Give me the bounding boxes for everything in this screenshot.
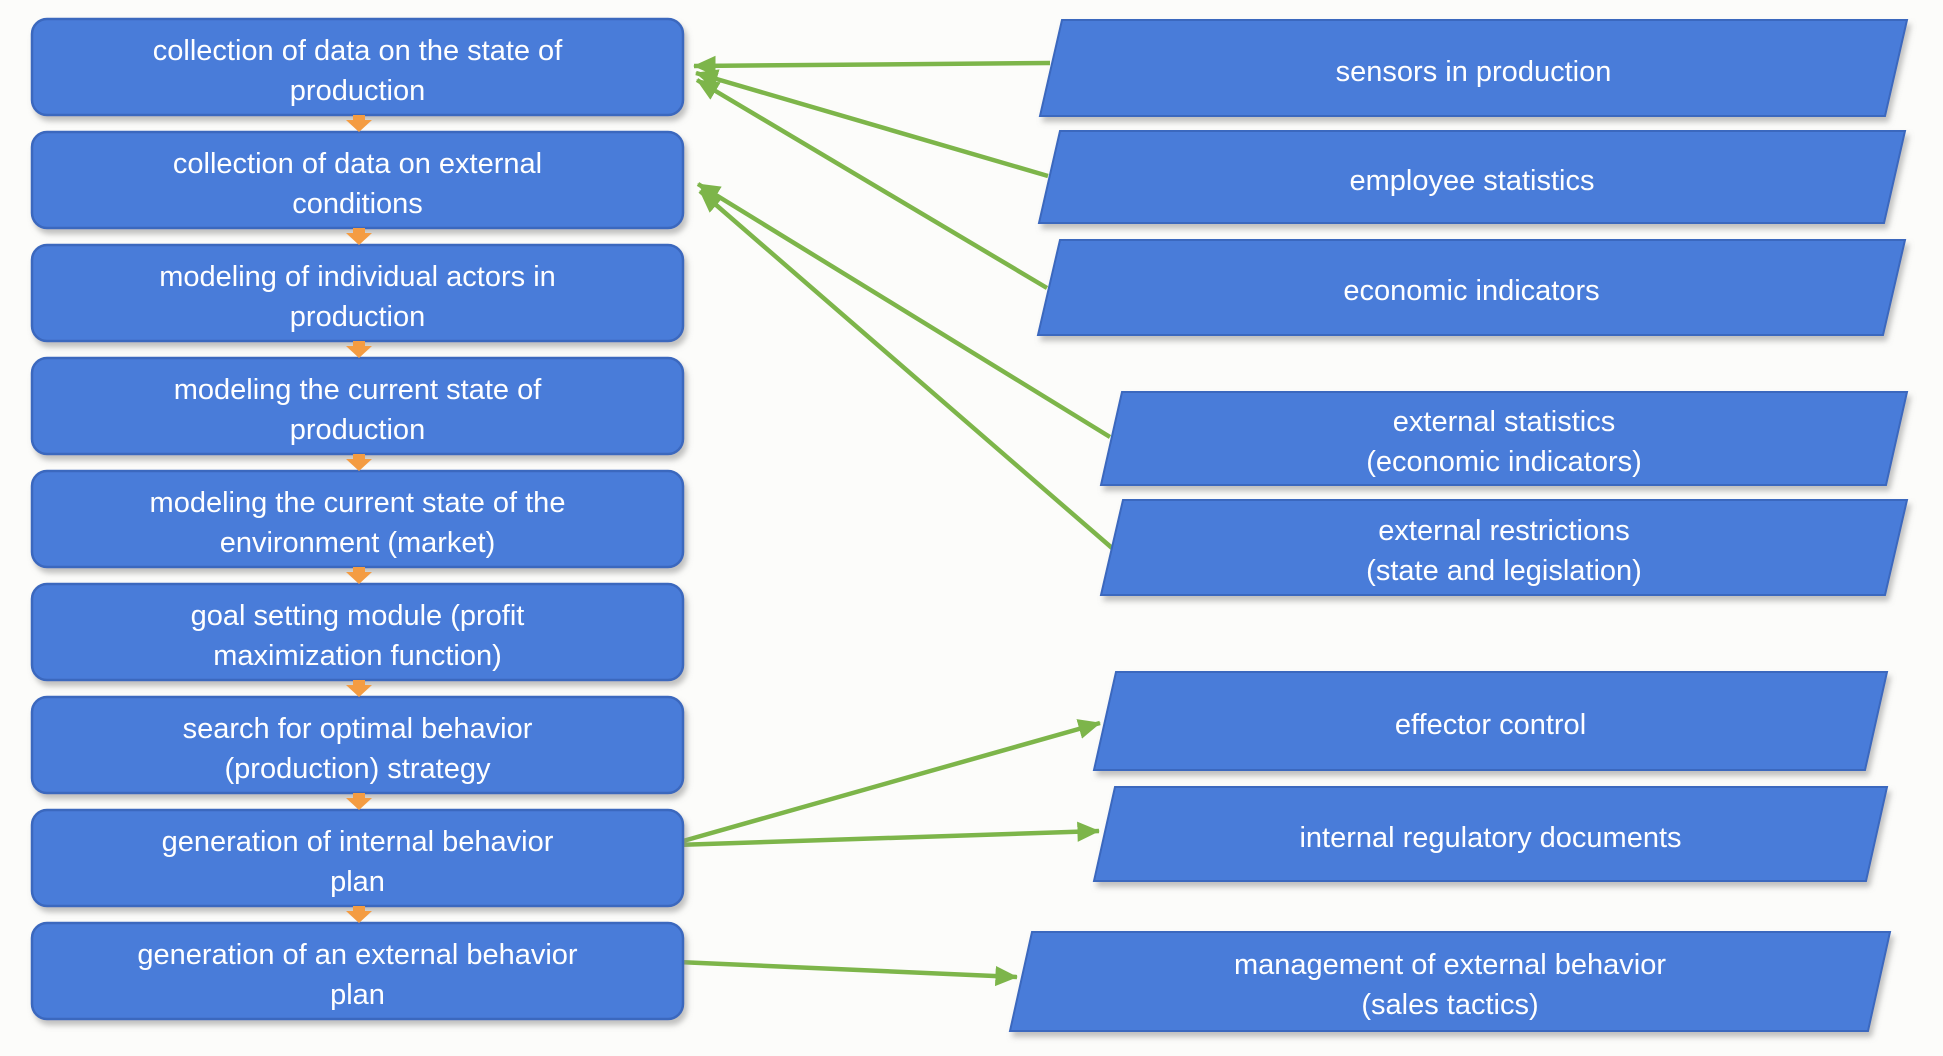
input-arrow-sensors	[693, 55, 1051, 76]
flow-step-box-6	[30, 582, 685, 682]
flow-down-arrow-7-icon	[346, 793, 372, 810]
io-box-internal-regulatory-documents	[1092, 786, 1889, 882]
flow-step-box-7	[30, 695, 685, 795]
flow-down-arrow-1-icon	[346, 115, 372, 132]
flow-down-arrow-2-icon	[346, 228, 372, 245]
io-box-effector-control	[1092, 671, 1889, 771]
flow-down-arrow-5-icon	[346, 567, 372, 584]
flow-down-arrow-6-icon	[346, 680, 372, 697]
flow-step-box-8	[30, 808, 685, 908]
flow-step-box-4	[30, 356, 685, 456]
io-box-external-restrictions	[1099, 499, 1909, 596]
flow-down-arrow-4-icon	[346, 454, 372, 471]
input-arrow-employee-statistics	[695, 69, 1049, 179]
io-box-economic-indicators	[1036, 239, 1907, 336]
output-arrow-internal-regulatory-documents	[675, 821, 1100, 848]
flow-step-box-5	[30, 469, 685, 569]
flow-down-arrow-8-icon	[346, 906, 372, 923]
io-box-management-external-behavior	[1008, 931, 1892, 1032]
flow-step-box-2	[30, 130, 685, 230]
io-box-external-statistics	[1099, 391, 1909, 486]
flow-down-arrow-3-icon	[346, 341, 372, 358]
input-arrow-external-statistics	[696, 182, 1112, 439]
flow-step-box-9	[30, 921, 685, 1021]
input-arrow-economic-indicators	[695, 78, 1049, 290]
io-box-employee-statistics	[1037, 130, 1907, 224]
output-arrow-management-external-behavior	[677, 959, 1018, 987]
io-box-sensors	[1038, 19, 1909, 117]
input-arrow-external-restrictions	[698, 189, 1114, 550]
output-arrow-effector-control	[675, 719, 1101, 846]
flow-step-box-1	[30, 17, 685, 117]
flow-step-box-3	[30, 243, 685, 343]
